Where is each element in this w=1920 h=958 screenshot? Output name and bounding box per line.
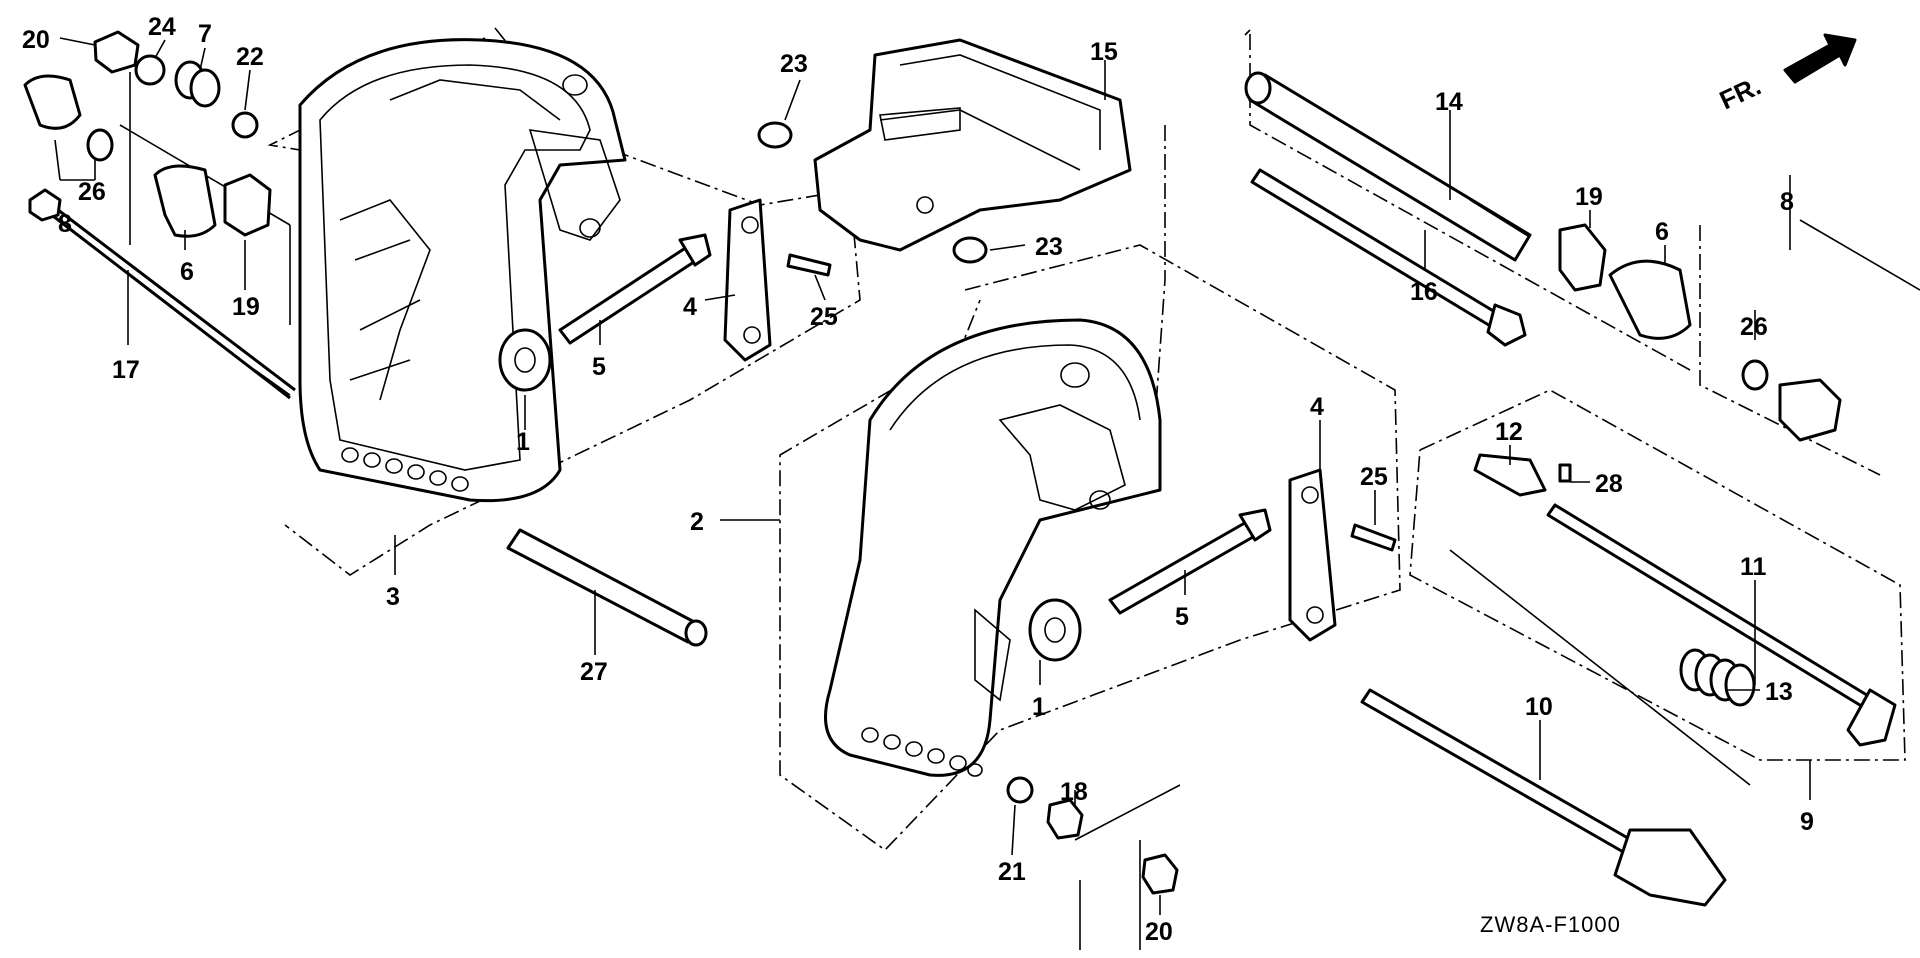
callout-14: 14 [1435, 88, 1463, 116]
callout-9: 9 [1800, 808, 1814, 836]
tilt-lever [1473, 453, 1897, 747]
callout-18: 18 [1060, 778, 1088, 806]
diagram-code: ZW8A-F1000 [1480, 912, 1621, 937]
callout-19: 19 [232, 293, 260, 321]
assembly-outlines [119, 27, 1920, 950]
callout-10: 10 [1525, 693, 1553, 721]
thrust-screw-left [498, 233, 712, 392]
callout-5: 5 [592, 353, 606, 381]
carry-handle [813, 38, 1132, 252]
callout-12: 12 [1495, 418, 1523, 446]
callout-15: 15 [1090, 38, 1118, 66]
callout-20-bottom: 20 [1145, 918, 1173, 946]
callout-20: 20 [22, 26, 50, 54]
callout-4-right: 4 [1310, 393, 1324, 421]
pins [786, 253, 1397, 552]
thrust-screw-right [1028, 508, 1272, 662]
callout-21: 21 [998, 858, 1026, 886]
callout-17: 17 [112, 356, 140, 384]
callout-16: 16 [1410, 278, 1438, 306]
callout-8-right: 8 [1780, 188, 1794, 216]
callout-27: 27 [580, 658, 608, 686]
front-direction-arrow: FR. [1715, 33, 1857, 116]
tilt-lock-rod [1360, 688, 1727, 907]
front-marker-label: FR. [1715, 71, 1766, 116]
callout-26-right: 26 [1740, 313, 1768, 341]
callout-24: 24 [148, 13, 176, 41]
link-left [723, 198, 772, 362]
callout-26: 26 [78, 178, 106, 206]
callout-7: 7 [198, 20, 212, 48]
callout-3: 3 [386, 583, 400, 611]
stern-shaft [1244, 71, 1532, 262]
callout-11: 11 [1740, 553, 1767, 581]
shaft-bolt [1250, 168, 1527, 347]
callout-6-right: 6 [1655, 218, 1669, 246]
callout-25-right: 25 [1360, 463, 1388, 491]
left-stern-bracket [298, 38, 627, 503]
leader-lines [54, 37, 1811, 915]
callout-6: 6 [180, 258, 194, 286]
callout-5-right: 5 [1175, 603, 1189, 631]
callout-23: 23 [780, 50, 808, 78]
callout-8: 8 [58, 210, 72, 238]
callout-4: 4 [683, 293, 697, 321]
distance-tube [506, 528, 708, 647]
callout-22: 22 [236, 43, 264, 71]
callout-13: 13 [1765, 678, 1793, 706]
callout-labels: 20 24 7 22 26 8 6 19 17 3 1 5 4 25 23 23… [22, 13, 1814, 946]
small-hardware [23, 30, 1842, 895]
callout-28: 28 [1595, 470, 1623, 498]
callout-1: 1 [516, 428, 530, 456]
right-stern-bracket [824, 318, 1162, 777]
spring [1679, 648, 1756, 707]
long-bolt [28, 188, 296, 400]
callout-1-right: 1 [1032, 693, 1046, 721]
callout-2: 2 [690, 508, 704, 536]
callout-23-lower: 23 [1035, 233, 1063, 261]
callout-25: 25 [810, 303, 838, 331]
callout-19-right: 19 [1575, 183, 1603, 211]
link-right [1288, 468, 1337, 642]
